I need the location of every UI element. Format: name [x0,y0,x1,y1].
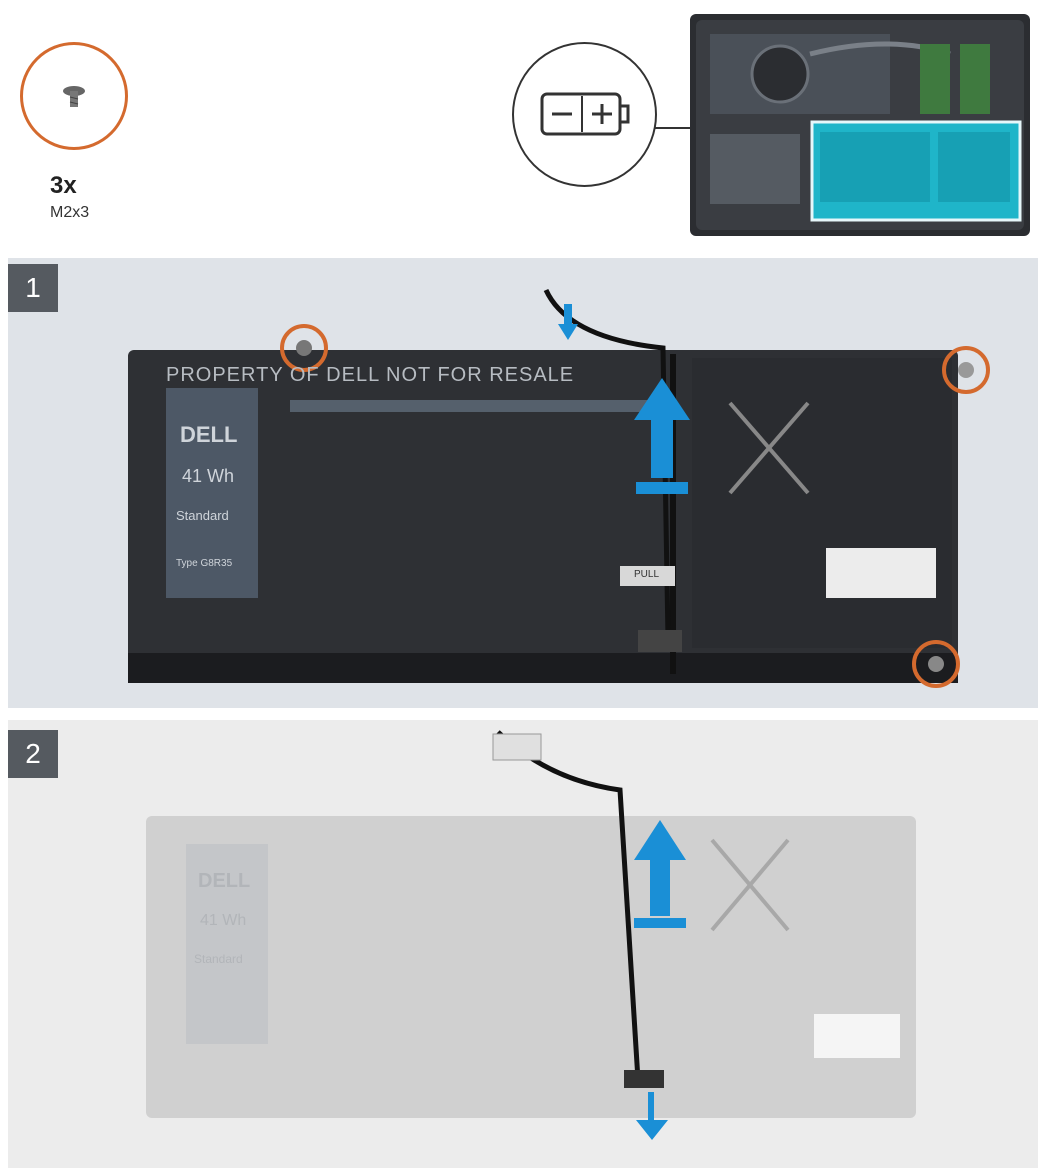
screw-icon [63,86,85,107]
battery-brand: DELL [180,422,238,447]
pull-tab-label: PULL [634,569,660,580]
screw-quantity: 3x [50,172,77,199]
step-1-panel: 1 PROPERTY OF DELL NOT FOR RESALE DELL 4… [8,258,1038,708]
step-1-illustration [8,258,1038,708]
battery-symbol-callout [512,42,657,187]
battery-icon [540,92,630,136]
screw-size: M2x3 [50,204,90,221]
laptop-overview-image [690,14,1030,236]
battery-type-code: Type G8R35 [176,558,233,569]
battery-property-text: PROPERTY OF DELL NOT FOR RESALE [166,364,575,386]
battery-type-faded: Standard [194,952,243,966]
battery-capacity-faded: 41 Wh [200,912,247,929]
battery-brand-faded: DELL [198,870,251,892]
step-number-1: 1 [8,264,58,312]
battery-type: Standard [176,508,229,523]
screw-callout [20,42,128,150]
step-2-illustration [8,720,1038,1168]
step-number-2: 2 [8,730,58,778]
battery-capacity: 41 Wh [182,466,235,486]
step-2-panel: 2 DELL 41 Wh Standard [8,720,1038,1168]
